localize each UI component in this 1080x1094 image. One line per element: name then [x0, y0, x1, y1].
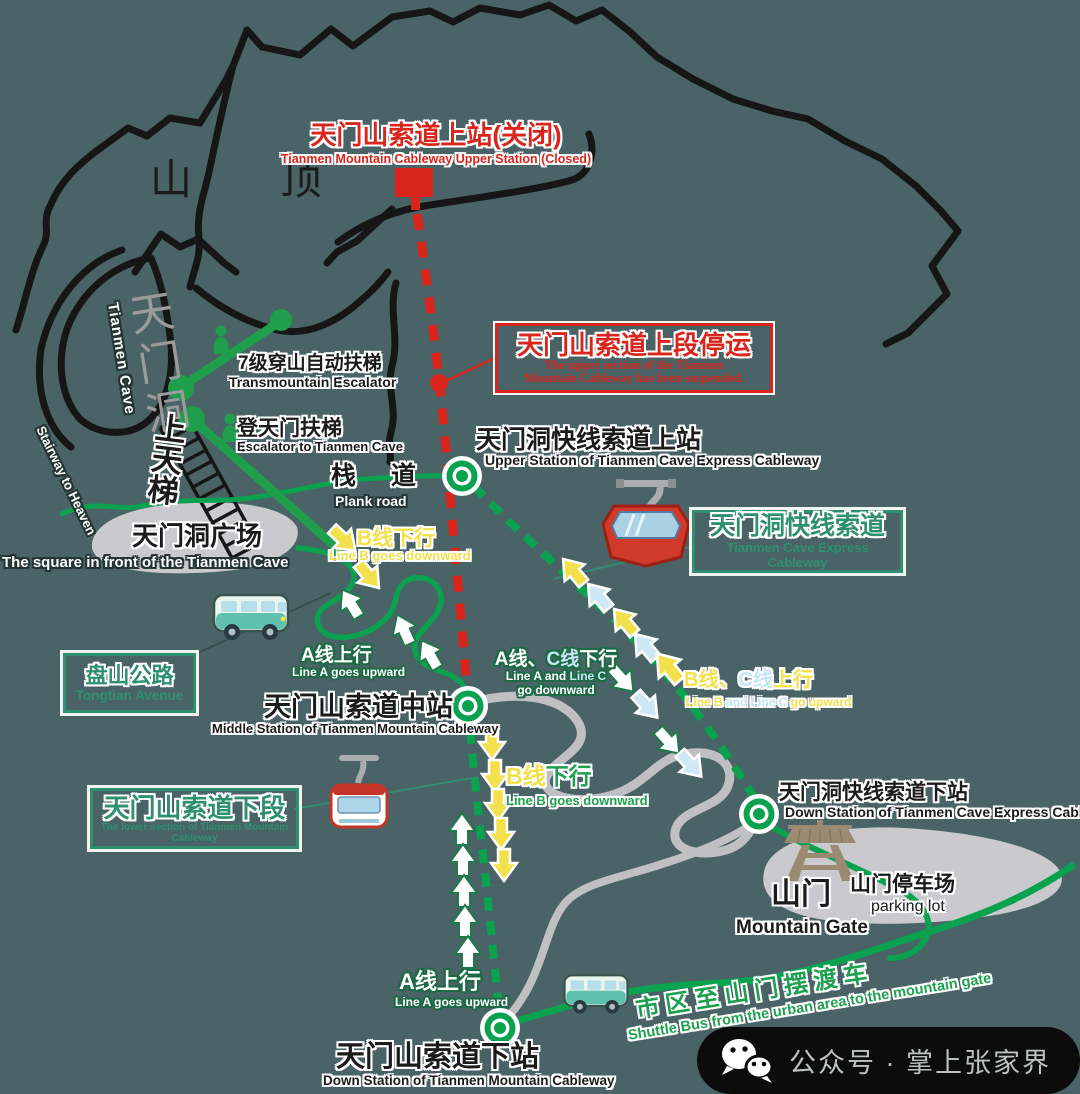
- line-b-down-mid-zh-b: B线: [506, 763, 546, 789]
- line-bc-up-en-c: and Line C: [726, 695, 788, 709]
- line-ac-down-en-c: Line C: [569, 669, 607, 684]
- mountain-gate-label-en: Mountain Gate: [736, 917, 868, 938]
- tongtian-avenue-label-en: Tongtian Avenue: [75, 688, 184, 703]
- line-bc-up-en-b: Line B: [686, 695, 727, 709]
- express-upper-station-label-en: Upper Station of Tianmen Cave Express Ca…: [485, 452, 820, 468]
- cave-escalator-label-en: Escalator to Tianmen Cave: [237, 439, 403, 454]
- express-cableway-label-en: Tianmen Cave Express Cableway: [726, 540, 869, 570]
- square-label-en: The square in front of the Tianmen Cave: [2, 554, 289, 571]
- parking-label-en: parking lot: [871, 898, 945, 915]
- lower-section-label-zh: 天门山索道下段: [103, 792, 286, 823]
- line-ac-down-zh-a: A线、: [494, 649, 547, 670]
- parking-label-zh: 山门停车场: [850, 873, 955, 896]
- down-station-label-zh: 天门山索道下站: [336, 1041, 540, 1073]
- plank-road-line: [59, 473, 455, 517]
- line-ac-down-en-suffix: go downward: [517, 682, 595, 697]
- gate-icon: [784, 820, 856, 881]
- line-ac-down-zh-c: C线: [546, 649, 580, 670]
- upper-station-marker: [395, 168, 433, 197]
- notice-text-line2: Mountain Cableway has been suspended.: [524, 371, 744, 385]
- cable-car-icon: [329, 755, 389, 829]
- tongtian-avenue-box: 盘山公路 Tongtian Avenue: [63, 653, 196, 713]
- middle-station-label-zh: 天门山索道中站: [264, 692, 453, 722]
- line-bc-up-zh-suffix: 上行: [772, 669, 813, 691]
- wechat-label: 公众号 · 掌上张家界: [789, 1048, 1051, 1078]
- cable-car-icon: [601, 479, 691, 568]
- arrow-icon: [480, 758, 510, 794]
- express-cableway-label-zh: 天门洞快线索道: [709, 512, 885, 540]
- direction-arrow-icons: [321, 518, 713, 969]
- station-marker-express-upper: [442, 456, 482, 496]
- wechat-badge: 公众号 · 掌上张家界: [697, 1027, 1080, 1094]
- cave-escalator-label-zh: 登天门扶梯: [237, 417, 342, 440]
- arrow-icon: [450, 874, 478, 908]
- middle-station-label-en: Middle Station of Tianmen Mountain Cable…: [212, 721, 499, 736]
- gate-connector-road: [754, 815, 932, 961]
- wechat-icon: [722, 1038, 774, 1083]
- bus-icon: [212, 593, 290, 640]
- summit-label: 山 顶: [150, 156, 360, 203]
- main-route: [464, 705, 505, 1027]
- plank-road-label-zh: 栈 道: [331, 462, 430, 490]
- mountain-outline: [12, 1, 962, 466]
- line-bc-up-zh-c: C线: [738, 669, 773, 691]
- upper-station-marker-tab: [411, 197, 420, 210]
- line-b-down-label-top-en: Line B goes downward: [329, 548, 471, 563]
- line-b-down-mid-label-zh: B线下行: [506, 763, 592, 790]
- line-b-down-mid-zh-suffix: 下行: [545, 763, 592, 789]
- line-a-up-bottom-label-en: Line A goes upward: [395, 995, 509, 1009]
- lower-section-label-en: The lower section of Tianmen Mountain Ca…: [100, 821, 289, 844]
- line-ac-down-zh-suffix: 下行: [579, 649, 618, 670]
- arrow-icon: [449, 843, 477, 877]
- arrow-icon: [454, 935, 482, 969]
- upper-station-label: 天门山索道上站(关闭) Tianmen Mountain Cableway Up…: [280, 120, 592, 167]
- square-label-zh: 天门洞广场: [132, 521, 263, 551]
- switchback-road: [465, 691, 762, 1027]
- transmountain-escalator-label-zh: 7级穿山自动扶梯: [238, 353, 382, 374]
- express-down-station-label-zh: 天门洞快线索道下站: [779, 781, 968, 804]
- notice-text-line1: The upper section of the Tianmen: [544, 358, 724, 372]
- upper-station-label-en: Tianmen Mountain Cableway Upper Station …: [280, 152, 592, 167]
- express-upper-station-label-zh: 天门洞快线索道上站: [476, 426, 702, 454]
- lower-section-box: 天门山索道下段 The lower section of Tianmen Mou…: [90, 788, 299, 849]
- notice-leader-line: [445, 355, 498, 383]
- station-marker-middle: [448, 686, 488, 726]
- line-bc-up-en-suffix: go upward: [787, 695, 852, 709]
- upper-station-label-zh: 天门山索道上站(关闭): [310, 120, 562, 150]
- person-icon: [213, 325, 229, 354]
- arrow-icon: [448, 812, 476, 846]
- line-bc-up-label-zh: B线、C线上行: [684, 669, 813, 691]
- person-icon: [222, 413, 238, 442]
- notice-box: 天门山索道上段停运 The upper section of the Tianm…: [495, 323, 773, 393]
- arrow-icon: [451, 904, 479, 938]
- mountain-gate-label-zh: 山门: [771, 878, 831, 911]
- cave-outline: [57, 254, 175, 436]
- line-ac-down-label: A线、C线下行 Line A and Line C go downward: [495, 649, 617, 697]
- arrow-icon: [489, 847, 519, 883]
- square-to-middle-road: [295, 545, 471, 707]
- express-down-station-label-en: Down Station of Tianmen Cave Express Cab…: [785, 804, 1080, 820]
- line-a-up-mid-label-en: Line A goes upward: [292, 665, 406, 679]
- arrow-icon: [486, 816, 516, 852]
- tongtian-avenue-label-zh: 盘山公路: [85, 663, 174, 688]
- notice-anchor-dot: [430, 374, 448, 392]
- notice-title: 天门山索道上段停运: [516, 330, 751, 360]
- station-marker-express-down: [739, 794, 779, 834]
- line-b-down-mid-label-en: Line B goes downward: [506, 793, 648, 808]
- line-a-up-mid-label-zh: A线上行: [301, 645, 372, 666]
- line-bc-up-zh-b: B线、: [684, 669, 739, 691]
- transmountain-escalator-label-en: Transmountain Escalator: [229, 374, 397, 390]
- ladder-icon: [158, 412, 260, 560]
- express-cableway-box: 天门洞快线索道 Tianmen Cave Express Cableway: [692, 510, 903, 573]
- line-b-down-label-top-zh: B线下行: [357, 527, 436, 550]
- line-a-up-bottom-label-zh: A线上行: [399, 969, 481, 994]
- bus-icon: [563, 974, 629, 1014]
- line-bc-up-label-en: Line B and Line C go upward: [686, 695, 852, 709]
- line-ac-down-en-a: Line A and: [505, 669, 570, 684]
- plank-road-label-en: Plank road: [335, 493, 407, 509]
- down-station-label-en: Down Station of Tianmen Mountain Cablewa…: [323, 1073, 615, 1088]
